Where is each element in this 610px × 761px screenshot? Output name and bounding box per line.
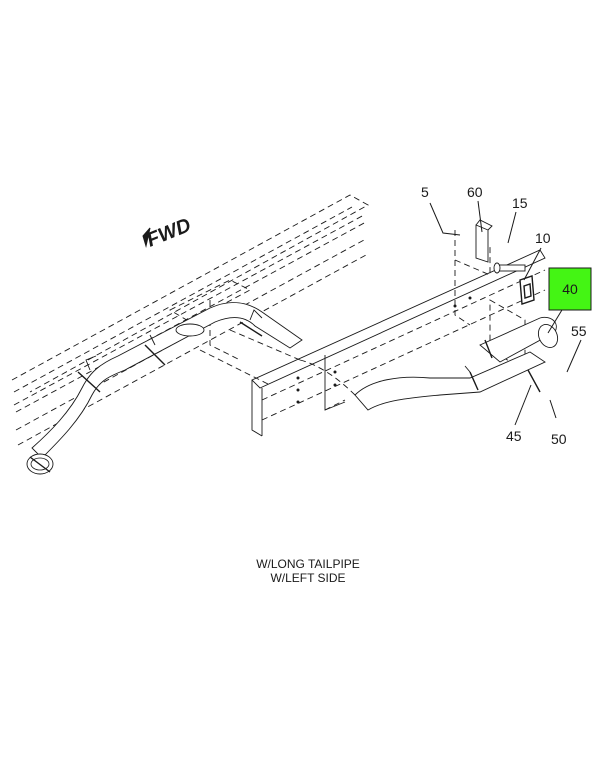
callout-60[interactable]: 60	[467, 184, 483, 200]
caption-line-2: W/LEFT SIDE	[270, 571, 345, 585]
hanger-bracket-assembly	[475, 219, 535, 305]
exhaust-pipe-front	[26, 302, 303, 475]
callout-50[interactable]: 50	[551, 431, 567, 447]
callout-55[interactable]: 55	[571, 323, 587, 339]
frame-rails	[11, 194, 546, 446]
caption-line-1: W/LONG TAILPIPE	[256, 557, 360, 571]
callout-10[interactable]: 10	[535, 230, 551, 246]
forward-direction-marker: FWD	[142, 214, 194, 252]
callout-45[interactable]: 45	[506, 428, 522, 444]
exhaust-pipe-rear	[299, 316, 559, 411]
callout-15[interactable]: 15	[512, 195, 528, 211]
fwd-label: FWD	[144, 214, 194, 251]
leader-lines	[429, 200, 582, 426]
callout-40[interactable]: 40	[562, 281, 578, 297]
diagram-caption: W/LONG TAILPIPE W/LEFT SIDE	[256, 557, 360, 585]
callout-40-highlight[interactable]	[548, 267, 592, 311]
forward-arrow-icon	[142, 227, 151, 248]
callout-5[interactable]: 5	[421, 184, 429, 200]
callouts: 5 60 15 10 40 55 45 50	[421, 184, 592, 447]
